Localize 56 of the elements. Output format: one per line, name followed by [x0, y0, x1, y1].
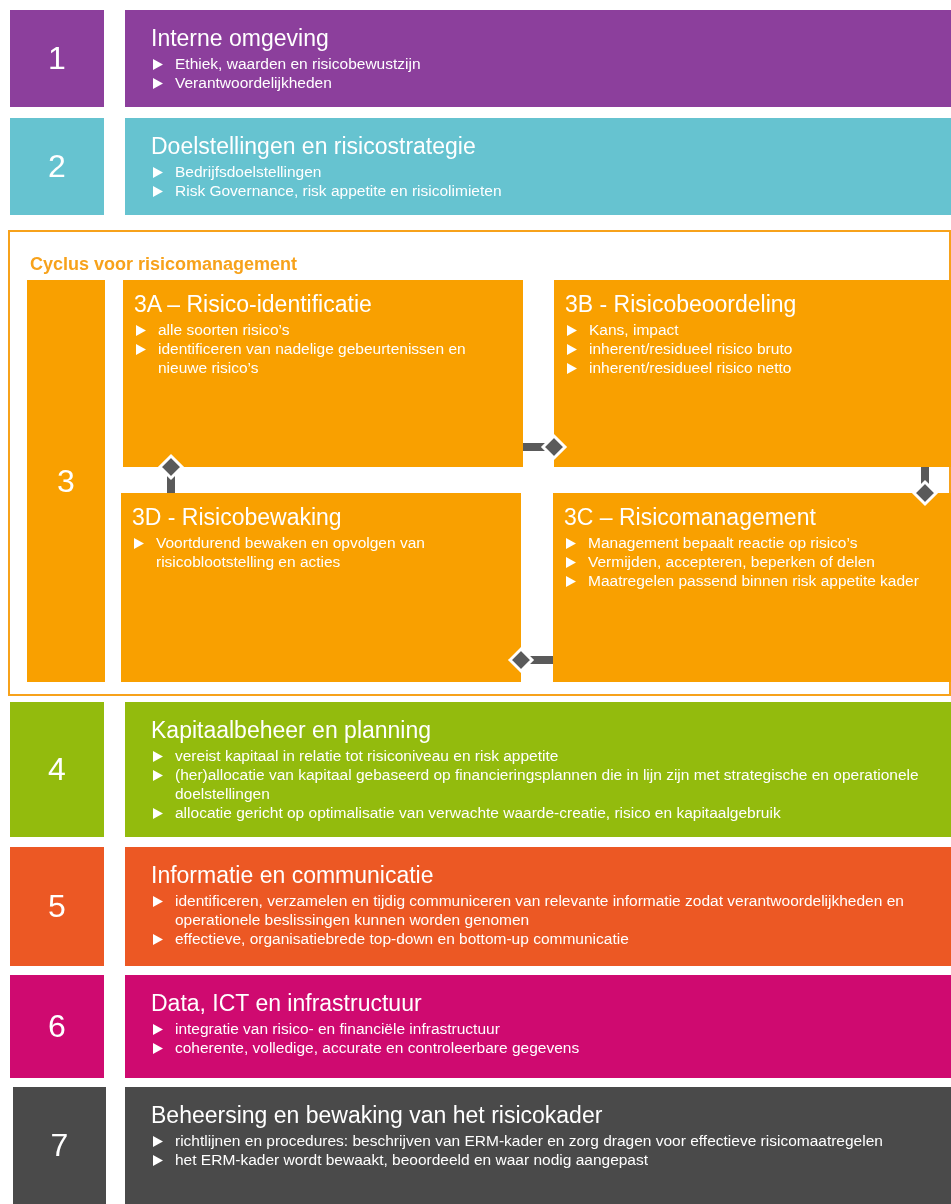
- bullet-text: Bedrijfsdoelstellingen: [175, 163, 322, 180]
- component-band: [125, 1087, 951, 1204]
- bullet-text: coherente, volledige, accurate en controleerbare gegevens: [175, 1039, 580, 1056]
- section-heading: Doelstellingen en risicostrategie: [151, 132, 477, 160]
- section-heading: 3B - Risicobeoordeling: [565, 290, 798, 318]
- step-number: 2: [48, 148, 66, 185]
- section-heading: Informatie en communicatie: [151, 861, 435, 889]
- cycle-frame: [8, 230, 951, 696]
- component-band: [125, 10, 951, 107]
- bullet-text: richtlijnen en procedures: beschrijven van ERM-kader en zorg dragen voor effectieve risicomaatregelen: [175, 1132, 883, 1149]
- step-number: 6: [48, 1008, 66, 1045]
- component-band: [125, 118, 951, 215]
- bullet-text: alle soorten risico’s: [158, 321, 290, 338]
- step-number: 1: [48, 40, 66, 77]
- number-panel: [10, 975, 104, 1078]
- bullet-text: effectieve, organisatiebrede top-down en bottom-up communicatie: [175, 930, 629, 947]
- number-panel: [10, 118, 104, 215]
- section-heading: Data, ICT en infrastructuur: [151, 989, 423, 1017]
- bullet-text: inherent/residueel risico bruto: [589, 340, 793, 357]
- bullet-text: Voortdurend bewaken en opvolgen van risicoblootstelling en acties: [156, 534, 425, 570]
- section-heading: Kapitaalbeheer en planning: [151, 716, 433, 744]
- number-panel: [13, 1087, 106, 1204]
- step-panel: [554, 280, 951, 467]
- step-panel: [123, 280, 523, 467]
- component-band: [125, 975, 951, 1078]
- bullet-text: Maatregelen passend binnen risk appetite kader: [588, 572, 919, 589]
- section-heading: 3C – Risicomanagement: [564, 503, 817, 531]
- section-heading: 3D - Risicobewaking: [132, 503, 343, 531]
- step-number: 3: [57, 462, 75, 500]
- step-panel: [553, 493, 951, 682]
- section-heading: 3A – Risico-identificatie: [134, 290, 373, 318]
- number-panel: [27, 280, 105, 682]
- bullet-text: allocatie gericht op optimalisatie van verwachte waarde-creatie, risico en kapitaalgebruik: [175, 804, 781, 821]
- section-heading: Interne omgeving: [151, 24, 330, 52]
- bullet-text: integratie van risico- en financiële infrastructuur: [175, 1020, 500, 1037]
- group-title: Cyclus voor risicomanagement: [30, 254, 298, 275]
- bullet-text: Vermijden, accepteren, beperken of delen: [588, 553, 875, 570]
- step-panel: [121, 493, 521, 682]
- step-number: 4: [48, 751, 66, 788]
- bullet-text: inherent/residueel risico netto: [589, 359, 792, 376]
- bullet-text: het ERM-kader wordt bewaakt, beoordeeld en waar nodig aangepast: [175, 1151, 649, 1168]
- bullet-text: Management bepaalt reactie op risico’s: [588, 534, 858, 551]
- number-panel: [10, 847, 104, 966]
- number-panel: [10, 702, 104, 837]
- step-number: 7: [50, 1127, 69, 1164]
- bullet-text: Ethiek, waarden en risicobewustzijn: [175, 55, 421, 72]
- bullet-text: Verantwoordelijkheden: [175, 74, 332, 91]
- step-number: 5: [48, 888, 66, 925]
- bullet-text: Kans, impact: [589, 321, 679, 338]
- component-band: [125, 702, 951, 837]
- bullet-text: vereist kapitaal in relatie tot risiconiveau en risk appetite: [175, 747, 559, 764]
- bullet-text: identificeren van nadelige gebeurtenissen en nieuwe risico’s: [158, 340, 466, 376]
- number-panel: [10, 10, 104, 107]
- section-heading: Beheersing en bewaking van het risicokader: [151, 1101, 604, 1129]
- component-band: [125, 847, 951, 966]
- bullet-text: Risk Governance, risk appetite en risicolimieten: [175, 182, 502, 199]
